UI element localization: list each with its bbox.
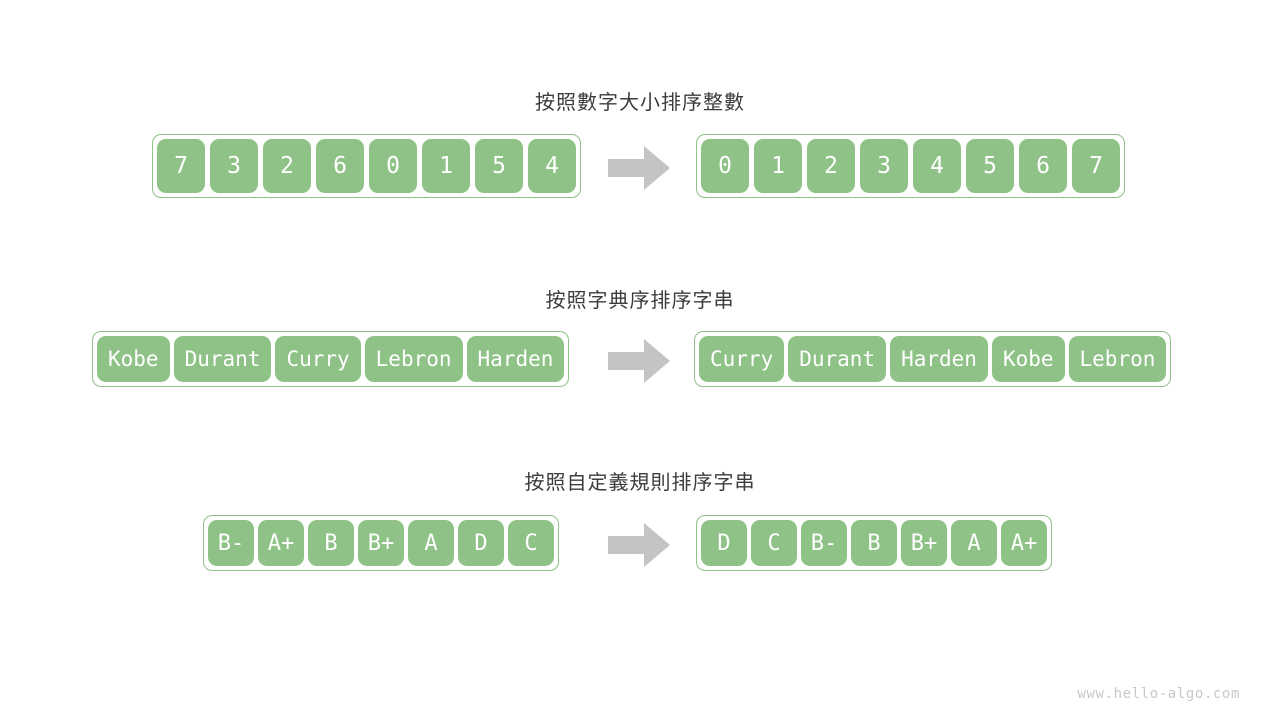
array-cell: C bbox=[751, 520, 797, 566]
array-cell: B- bbox=[801, 520, 847, 566]
right-arrow-icon bbox=[608, 146, 670, 190]
array-cell: 2 bbox=[263, 139, 311, 193]
array-cell: Curry bbox=[275, 336, 361, 382]
array-cell: Durant bbox=[173, 336, 272, 382]
array-cell: 6 bbox=[1019, 139, 1067, 193]
section-title-sort-strings-lexicographic: 按照字典序排序字串 bbox=[545, 288, 735, 312]
array-cell: A bbox=[951, 520, 997, 566]
section-title-sort-strings-custom-rule: 按照自定義規則排序字串 bbox=[524, 470, 756, 494]
array-cell: 0 bbox=[369, 139, 417, 193]
array-cell: 4 bbox=[913, 139, 961, 193]
array-cell: B+ bbox=[358, 520, 404, 566]
site-watermark: www.hello-algo.com bbox=[1077, 686, 1240, 702]
array-cell: B- bbox=[208, 520, 254, 566]
array-cell: 7 bbox=[157, 139, 205, 193]
array-cell: Curry bbox=[699, 336, 785, 382]
array-cell: D bbox=[458, 520, 504, 566]
array-cell: Kobe bbox=[97, 336, 170, 382]
array-cell: 6 bbox=[316, 139, 364, 193]
array-cell: Lebron bbox=[1068, 336, 1167, 382]
right-arrow-icon bbox=[608, 339, 670, 383]
array-cell: C bbox=[508, 520, 554, 566]
array-cell: Durant bbox=[788, 336, 887, 382]
right-arrow-icon bbox=[608, 523, 670, 567]
array-cell: B+ bbox=[901, 520, 947, 566]
array-cell: 5 bbox=[966, 139, 1014, 193]
array-cell: Kobe bbox=[991, 336, 1065, 382]
array-cell: Harden bbox=[466, 336, 565, 382]
array-cell: 3 bbox=[210, 139, 258, 193]
section-title-sort-integers: 按照數字大小排序整數 bbox=[535, 90, 745, 114]
array-cell: B bbox=[308, 520, 354, 566]
array-cell: 3 bbox=[860, 139, 908, 193]
array-cell: 1 bbox=[422, 139, 470, 193]
array-cell: D bbox=[701, 520, 747, 566]
array-cell: A bbox=[408, 520, 454, 566]
array-cell: 1 bbox=[754, 139, 802, 193]
array-cell: 4 bbox=[528, 139, 576, 193]
array-cell: 2 bbox=[807, 139, 855, 193]
array-cell: 5 bbox=[475, 139, 523, 193]
array-cell: 0 bbox=[701, 139, 749, 193]
array-cell: B bbox=[851, 520, 897, 566]
array-cell: A+ bbox=[258, 520, 304, 566]
array-cell: A+ bbox=[1001, 520, 1047, 566]
array-cell: 7 bbox=[1072, 139, 1120, 193]
array-cell: Harden bbox=[890, 336, 988, 382]
array-cell: Lebron bbox=[364, 336, 463, 382]
